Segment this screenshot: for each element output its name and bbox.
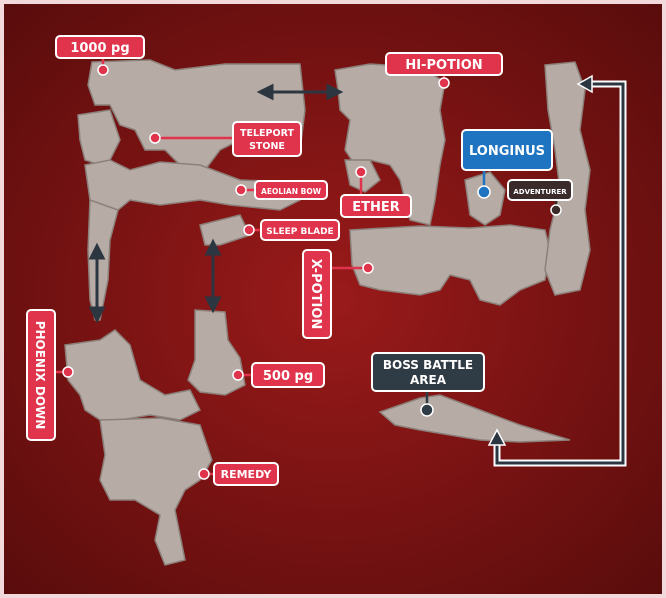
label-teleport-line2: STONE <box>249 141 285 152</box>
marker-longinus[interactable]: LONGINUS <box>461 129 553 199</box>
marker-500pg[interactable]: 500 pg <box>232 362 325 388</box>
label-1000pg: 1000 pg <box>70 41 129 56</box>
marker-sleep-blade[interactable]: SLEEP BLADE <box>243 219 340 241</box>
boss-route-arrowhead-bottom <box>487 428 507 446</box>
label-boss-line2: AREA <box>410 373 447 387</box>
marker-remedy[interactable]: REMEDY <box>198 462 279 486</box>
label-sleep-blade: SLEEP BLADE <box>266 227 333 237</box>
label-longinus: LONGINUS <box>469 144 545 159</box>
marker-1000pg[interactable]: 1000 pg <box>55 35 145 76</box>
cave-layout <box>64 59 591 566</box>
marker-ether[interactable]: ETHER <box>340 166 412 218</box>
passage-arrows <box>88 83 344 324</box>
marker-boss-battle-area[interactable]: BOSS BATTLE AREA <box>371 352 485 417</box>
boss-route-line-core <box>495 82 625 465</box>
marker-x-potion[interactable]: X-POTION <box>302 249 374 339</box>
marker-phoenix-down[interactable]: PHOENIX DOWN <box>26 309 74 441</box>
label-boss-line1: BOSS BATTLE <box>383 358 473 372</box>
label-ether: ETHER <box>352 200 400 215</box>
label-adventurer: ADVENTURER <box>513 188 567 196</box>
marker-hi-potion[interactable]: HI-POTION <box>385 52 503 89</box>
label-500pg: 500 pg <box>263 369 313 384</box>
label-aeolian-bow: AEOLIAN BOW <box>261 187 322 196</box>
marker-teleport-stone[interactable]: TELEPORT STONE <box>149 121 302 157</box>
marker-adventurer[interactable]: ADVENTURER <box>507 179 573 216</box>
label-x-potion: X-POTION <box>308 259 323 330</box>
label-phoenix-down: PHOENIX DOWN <box>33 321 47 430</box>
label-hi-potion: HI-POTION <box>405 58 482 73</box>
label-remedy: REMEDY <box>221 468 273 481</box>
boss-route-arrowhead-top <box>576 74 593 94</box>
label-teleport-line1: TELEPORT <box>240 128 294 139</box>
marker-aeolian-bow[interactable]: AEOLIAN BOW <box>235 180 328 200</box>
